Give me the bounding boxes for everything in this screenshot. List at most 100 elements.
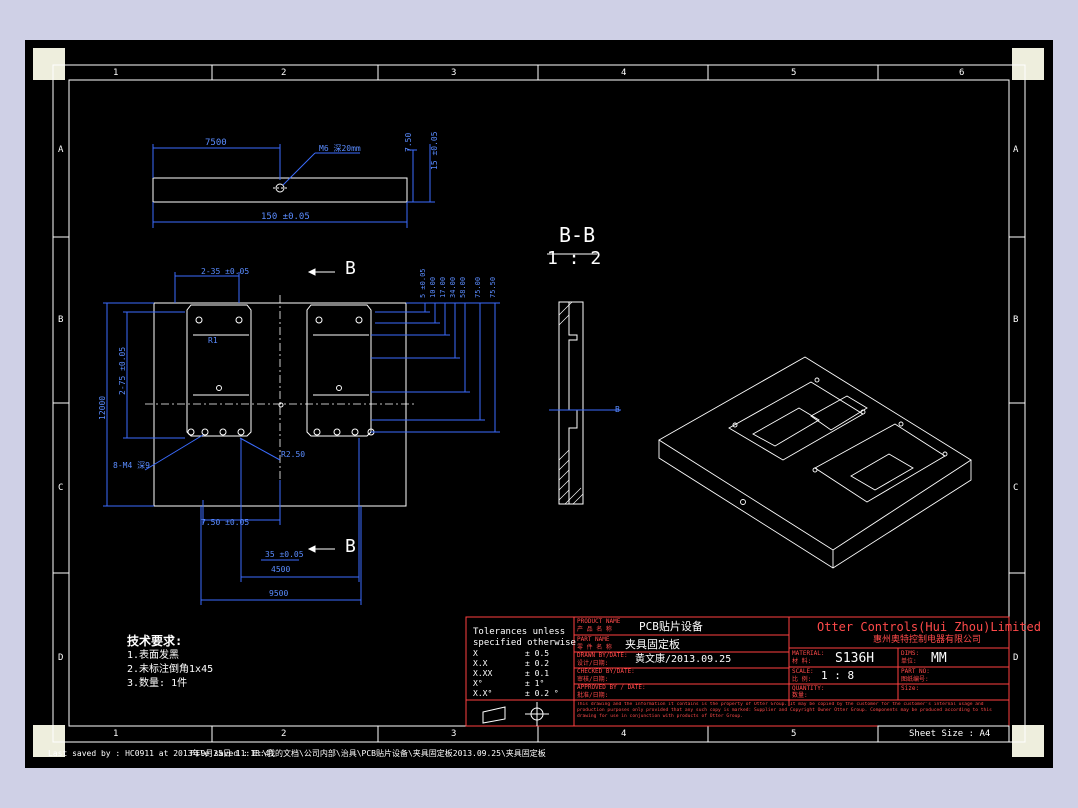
corner-marker-top-right	[1012, 48, 1044, 80]
material-cn-label: 材 料:	[792, 658, 812, 665]
corner-marker-bottom-right	[1012, 725, 1044, 757]
dim-750: 7.50 ±0.05	[201, 518, 250, 527]
quantity-label: QUANTITY:	[792, 685, 825, 692]
dims-cn-label: 单位:	[901, 658, 917, 665]
dim-length: 7500	[205, 138, 227, 148]
tol-key-3: X.XX	[473, 669, 493, 678]
col-label-4: 4	[621, 68, 627, 78]
isometric-view	[658, 356, 972, 569]
dim-2x35: 2-35 ±0.05	[201, 267, 250, 276]
vdim-2: 10.00	[429, 276, 437, 298]
section-mark-b: B	[615, 405, 620, 414]
drawn-cn-label: 设计/日期:	[577, 660, 609, 667]
scale-cn-label: 比 例:	[792, 676, 812, 683]
dim-half-height: 7.50	[404, 132, 413, 152]
drawn-value: 黄文康/2013.09.25	[635, 654, 732, 665]
section-mark-bottom: B	[345, 536, 356, 557]
vdim-5: 58.00	[459, 276, 467, 298]
company-name-cn: 惠州奥特控制电器有限公司	[873, 635, 982, 645]
quantity-cn-label: 数量:	[792, 692, 808, 699]
row-label-b-right: B	[1013, 315, 1019, 325]
material-label: MATERIAL:	[792, 650, 825, 657]
tol-key-1: X	[473, 649, 478, 658]
tol-key-2: X.X	[473, 659, 488, 668]
row-label-a: A	[58, 145, 64, 155]
dim-height: 15 ±0.05	[430, 131, 439, 170]
product-name-cn-label: 产 品 名 称	[577, 626, 612, 633]
dim-35: 35 ±0.05	[265, 550, 304, 559]
tol-val-1: ± 0.5	[525, 649, 550, 658]
row-label-a-right: A	[1013, 145, 1019, 155]
tol-val-5: ± 0.2 °	[525, 689, 559, 698]
sheet-size: Sheet Size : A4	[909, 729, 991, 739]
product-name-value: PCB贴片设备	[639, 620, 703, 633]
col-label-bottom-2: 2	[281, 729, 287, 739]
part-name-cn-label: 零 件 名 称	[577, 644, 612, 651]
col-label-6: 6	[959, 68, 965, 78]
tol-val-3: ± 0.1	[525, 669, 550, 678]
col-label-1: 1	[113, 68, 119, 78]
col-label-bottom-5: 5	[791, 729, 797, 739]
company-name-en: Otter Controls(Hui Zhou)Limited	[817, 620, 1041, 634]
col-label-bottom-3: 3	[451, 729, 457, 739]
row-label-d: D	[58, 653, 64, 663]
footer-file-saved: File saved : E:\我的文档\公司内部\治具\PCB贴片设备\夹具固…	[190, 749, 546, 758]
checked-label: CHECKED BY/DATE:	[577, 668, 635, 675]
part-no-label: PART NO:	[901, 668, 930, 675]
checked-cn-label: 审核/日期:	[577, 676, 609, 683]
col-label-3: 3	[451, 68, 457, 78]
part-name-label: PART NAME	[577, 636, 610, 643]
part-no-cn-label: 图纸编号:	[901, 676, 929, 683]
vdim-4: 34.00	[449, 276, 457, 298]
size-label: Size:	[901, 685, 920, 692]
vdim-7: 75.50	[489, 276, 497, 298]
dims-value: MM	[931, 651, 947, 666]
title-block	[465, 616, 1010, 743]
row-label-d-right: D	[1013, 653, 1019, 663]
row-label-b: B	[58, 315, 64, 325]
approved-cn-label: 批准/日期:	[577, 692, 609, 699]
col-label-2: 2	[281, 68, 287, 78]
disclaimer-text: This drawing and the information it cont…	[577, 702, 992, 719]
drawing-canvas	[52, 64, 1026, 743]
front-view	[103, 268, 500, 605]
dims-label: DIMS:	[901, 650, 920, 657]
section-scale: 1 : 2	[547, 248, 602, 269]
material-value: S136H	[835, 651, 875, 666]
section-title: B-B	[559, 223, 596, 247]
col-label-bottom-1: 1	[113, 729, 119, 739]
dim-total-height: 12000	[98, 395, 107, 420]
note-thread: M6 深20mm	[319, 144, 361, 153]
notes-line-2: 2.未标注倒角1x45	[127, 664, 214, 675]
tol-key-4: X°	[473, 679, 483, 688]
notes-title: 技术要求:	[127, 634, 183, 648]
drawing-sheet: 1 2 3 4 5 6 1 2 3 4 5 A B C D A B C D 75…	[25, 40, 1053, 768]
footer-last-saved: Last saved by : HC0911 at 2013年9月25日 11:…	[48, 749, 275, 758]
tol-val-2: ± 0.2	[525, 659, 550, 668]
drawn-label: DRAWN BY/DATE:	[577, 652, 628, 659]
top-view	[152, 144, 435, 228]
vdim-1: 5 ±0.05	[419, 268, 427, 298]
dim-2x75: 2-75 ±0.05	[118, 346, 127, 395]
notes-line-3: 3.数量: 1件	[127, 678, 188, 689]
row-label-c-right: C	[1013, 483, 1019, 493]
scale-label: SCALE:	[792, 668, 814, 675]
dim-r1: R1	[208, 336, 218, 345]
row-label-c: C	[58, 483, 64, 493]
dim-total-length: 150 ±0.05	[261, 212, 310, 222]
dim-hole-spec: 8-M4 深9	[113, 461, 150, 470]
col-label-5: 5	[791, 68, 797, 78]
notes-line-1: 1.表面发黑	[127, 650, 180, 661]
tol-val-4: ± 1°	[525, 679, 545, 688]
section-view	[547, 253, 621, 505]
vdim-6: 75.00	[474, 276, 482, 298]
col-label-bottom-4: 4	[621, 729, 627, 739]
part-name-value: 夹具固定板	[625, 638, 680, 651]
tol-key-5: X.X°	[473, 689, 493, 698]
tolerance-subtitle: specified otherwise	[473, 638, 576, 648]
approved-label: APPROVED BY / DATE:	[577, 684, 646, 691]
dim-4500: 4500	[271, 565, 291, 574]
product-name-label: PRODUCT NAME	[577, 618, 621, 625]
section-mark-top: B	[345, 258, 356, 279]
dim-9500: 9500	[269, 589, 289, 598]
